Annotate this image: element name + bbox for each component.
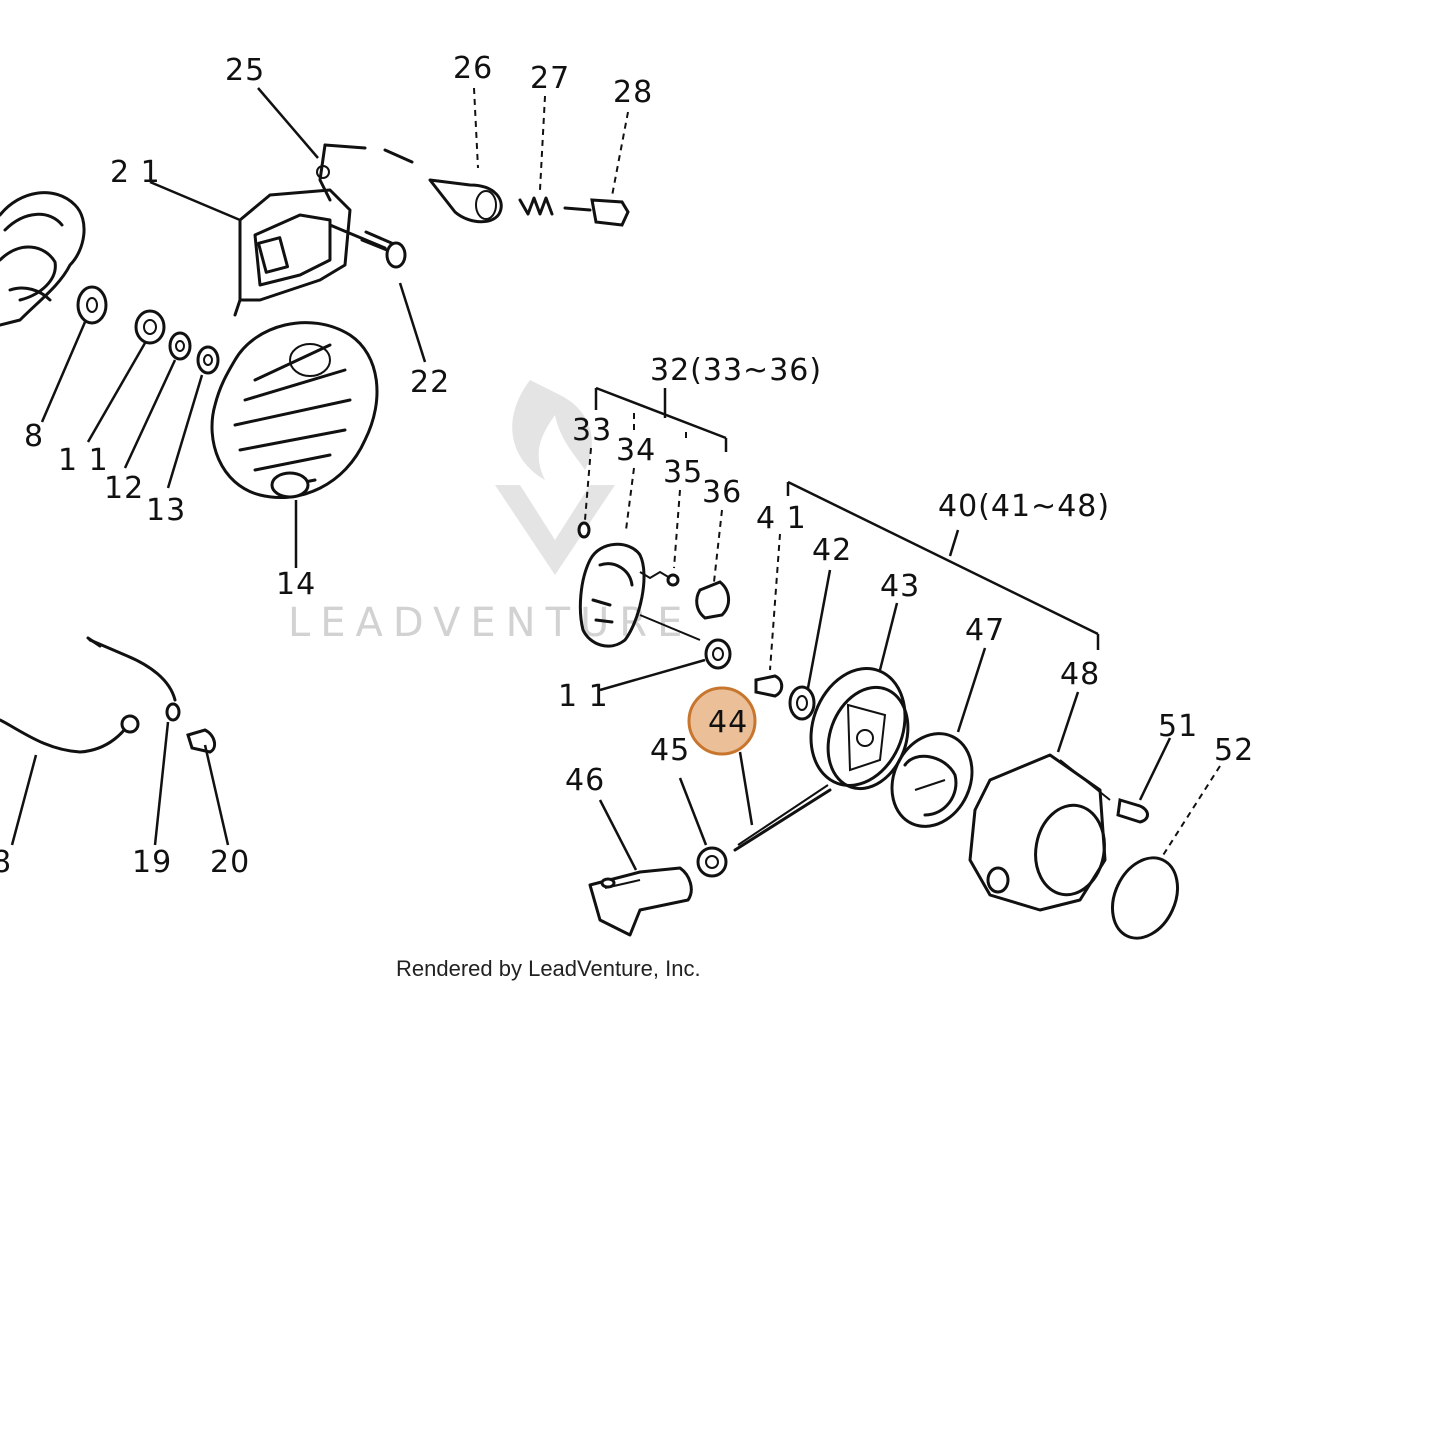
- leader-lines: [10, 87, 1221, 871]
- part-34-clutch-shoe: [578, 542, 646, 648]
- part-48-starter-housing: [968, 753, 1111, 912]
- callout-34[interactable]: 34: [616, 433, 656, 468]
- part-shroud-fragment: [0, 191, 86, 327]
- part-20-terminal: [186, 728, 217, 754]
- callout-45[interactable]: 45: [650, 733, 690, 768]
- callout-19[interactable]: 19: [132, 845, 172, 880]
- callout-33[interactable]: 33: [572, 413, 612, 448]
- callout-36[interactable]: 36: [702, 475, 742, 510]
- part-44-highlight-marker[interactable]: [687, 686, 757, 756]
- callout-28[interactable]: 28: [613, 75, 653, 110]
- part-8-washer: [76, 285, 108, 325]
- part-35-spring: [639, 570, 680, 587]
- callout-14[interactable]: 14: [276, 567, 316, 602]
- callout-40[interactable]: 40(41~48): [938, 489, 1110, 524]
- callout-27[interactable]: 27: [530, 61, 570, 96]
- callout-labels: 25 26 27 28 2 1 22 8 1 1 12 13 14 32(33~…: [0, 51, 1254, 880]
- callout-20[interactable]: 20: [210, 845, 250, 880]
- flame-logo-icon: [512, 380, 592, 480]
- callout-43[interactable]: 43: [880, 569, 920, 604]
- callout-8[interactable]: 8: [24, 419, 44, 454]
- part-27-spring: [518, 196, 554, 216]
- v-logo-icon: [495, 485, 615, 575]
- part-41-bolt: [754, 674, 784, 698]
- callout-51[interactable]: 51: [1158, 709, 1198, 744]
- part-51-screw: [1116, 798, 1149, 824]
- watermark-text: LEADVENTURE: [288, 600, 692, 646]
- part-21-ignition-coil: [233, 188, 352, 317]
- part-28-terminal: [563, 198, 630, 227]
- part-47-spring-case: [890, 732, 974, 828]
- part-25-wire: [316, 143, 414, 202]
- callout-46[interactable]: 46: [565, 763, 605, 798]
- watermark: LEADVENTURE: [288, 380, 692, 646]
- part-12-washer: [168, 331, 192, 361]
- part-36-shoe: [695, 580, 730, 620]
- callout-44[interactable]: 44: [708, 705, 748, 740]
- callout-11-right[interactable]: 1 1: [558, 679, 609, 714]
- shaft-axis-line: [639, 614, 701, 641]
- part-13-washer: [196, 345, 220, 375]
- part-43-reel: [809, 667, 910, 791]
- part-52-oring: [1111, 856, 1179, 940]
- callout-42[interactable]: 42: [812, 533, 852, 568]
- callout-52[interactable]: 52: [1214, 733, 1254, 768]
- part-42-washer: [788, 685, 816, 721]
- part-14-flywheel: [210, 321, 379, 500]
- part-44-rope: [733, 784, 832, 852]
- callout-13[interactable]: 13: [146, 493, 186, 528]
- callout-41[interactable]: 4 1: [756, 501, 807, 536]
- part-19-connector: [165, 702, 181, 722]
- part-stop-wire: [0, 636, 177, 754]
- callout-48[interactable]: 48: [1060, 657, 1100, 692]
- part-46-starter-handle: [588, 866, 693, 937]
- callout-18-partial[interactable]: 8: [0, 845, 12, 880]
- callout-32[interactable]: 32(33~36): [650, 353, 822, 388]
- callout-22[interactable]: 22: [410, 365, 450, 400]
- callout-11-left[interactable]: 1 1: [58, 443, 109, 478]
- part-33-screw: [577, 521, 591, 539]
- callout-26[interactable]: 26: [453, 51, 493, 86]
- part-26-plug-cap: [428, 178, 503, 224]
- part-45-grommet: [696, 846, 728, 878]
- callout-35[interactable]: 35: [663, 455, 703, 490]
- callout-47[interactable]: 47: [965, 613, 1005, 648]
- callout-12[interactable]: 12: [104, 471, 144, 506]
- part-22-bolt: [328, 223, 407, 269]
- render-credit: Rendered by LeadVenture, Inc.: [396, 956, 701, 981]
- callout-21[interactable]: 2 1: [110, 155, 161, 190]
- callout-25[interactable]: 25: [225, 53, 265, 88]
- part-11-nut: [134, 309, 166, 345]
- part-11-nut-right: [704, 638, 732, 670]
